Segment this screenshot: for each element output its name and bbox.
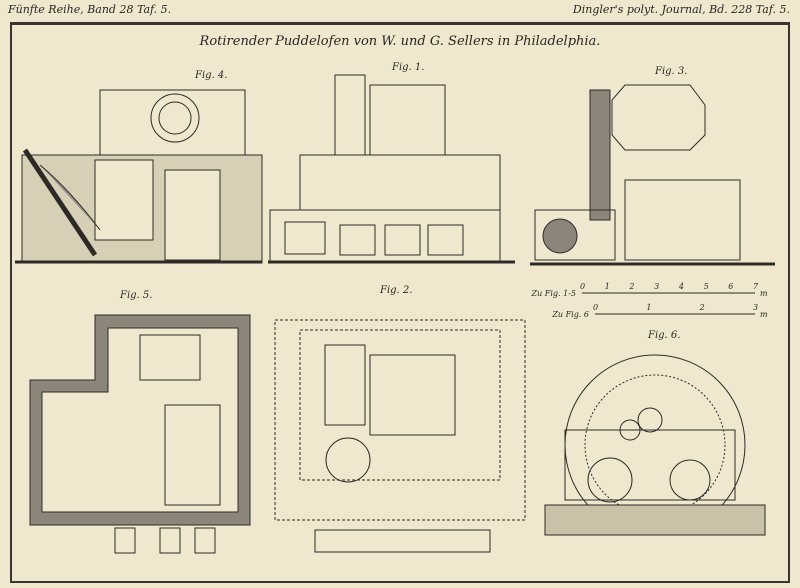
scale-tick-label: 1	[604, 282, 610, 291]
fig2-label: Fig. 2.	[380, 285, 413, 296]
fig6-drawing	[544, 354, 766, 536]
scale-tick-label: 7	[753, 282, 759, 291]
plate-title: Rotirender Puddelofen von W. und G. Sell…	[199, 34, 601, 49]
scale-tick-label: 0	[580, 282, 586, 291]
fig2-machinery	[314, 344, 491, 553]
scale-tick-label: 3	[654, 282, 660, 291]
fig6-label: Fig. 6.	[648, 330, 681, 341]
scale-b-unit: m	[760, 310, 768, 319]
fig1-label: Fig. 1.	[392, 62, 425, 73]
scale-tick-label: 6	[728, 282, 734, 291]
scale-tick-label: 4	[678, 282, 684, 291]
fig5-drawing	[29, 314, 251, 554]
plate-frame	[10, 22, 790, 583]
scale-a-unit: m	[760, 289, 768, 298]
scale-tick-label: 1	[646, 303, 652, 312]
scale-a-label: Zu Fig. 1-5	[531, 289, 576, 298]
fig5-label: Fig. 5.	[120, 290, 153, 301]
fig3-drawing	[530, 84, 775, 266]
scale-bars	[582, 292, 755, 315]
journal-header: Dingler's polyt. Journal, Bd. 228 Taf. 5…	[572, 3, 790, 16]
fig4-drawing	[15, 89, 263, 264]
scale-tick-label: 2	[629, 282, 635, 291]
fig3-label: Fig. 3.	[655, 66, 688, 77]
fig4-label: Fig. 4.	[195, 70, 228, 81]
fig1-drawing	[268, 74, 515, 264]
scale-tick-label: 3	[753, 303, 759, 312]
fig2-drawing	[274, 319, 526, 521]
series-header: Fünfte Reihe, Band 28 Taf. 5.	[8, 3, 172, 16]
scale-tick-label: 0	[593, 303, 599, 312]
scale-tick-label: 5	[703, 282, 709, 291]
scale-b-label: Zu Fig. 6	[552, 310, 589, 319]
scale-tick-label: 2	[699, 303, 705, 312]
